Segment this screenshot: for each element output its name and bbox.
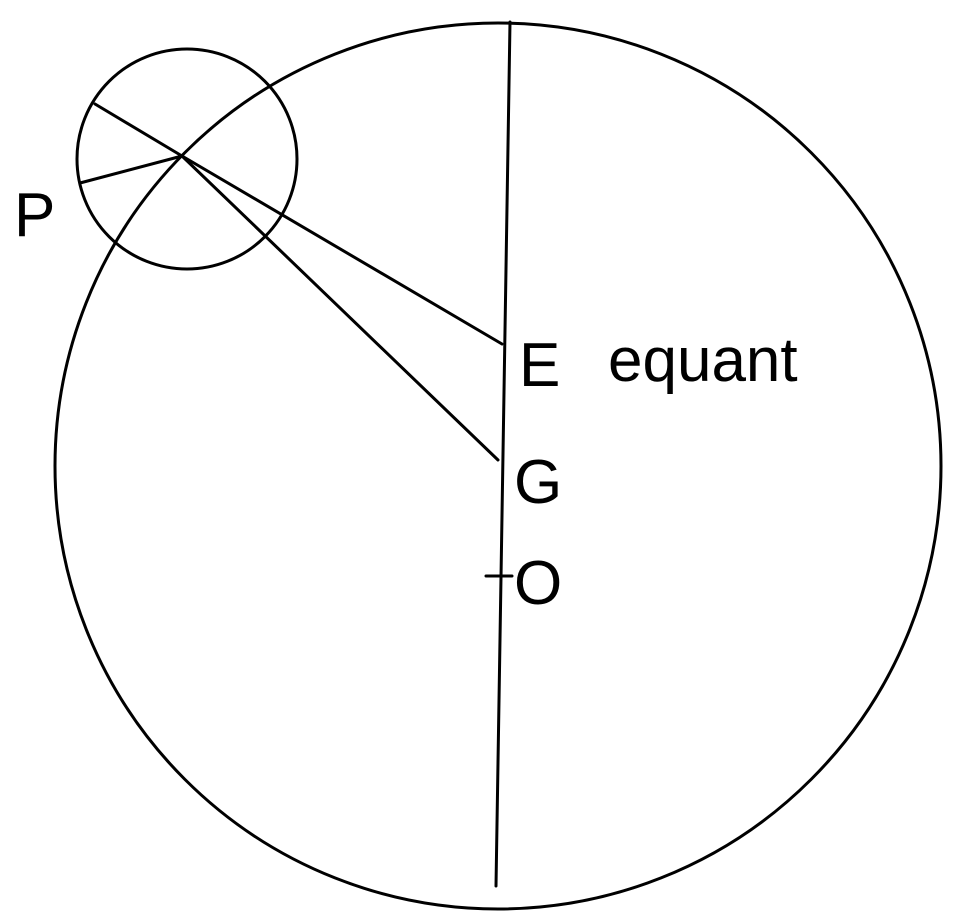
epicycle-circle [75, 47, 299, 271]
label-center: G [514, 448, 562, 517]
equant-line-extension [93, 102, 184, 158]
line-to-equant [180, 154, 504, 346]
line-to-center [180, 154, 500, 462]
label-equant-word: equant [608, 326, 798, 395]
deferent-circle [53, 21, 943, 911]
epicycle-radius-to-planet [78, 154, 184, 185]
label-observer: O [514, 549, 562, 618]
label-equant-point: E [519, 331, 560, 400]
label-planet: P [14, 181, 55, 250]
axis-line [494, 20, 512, 888]
